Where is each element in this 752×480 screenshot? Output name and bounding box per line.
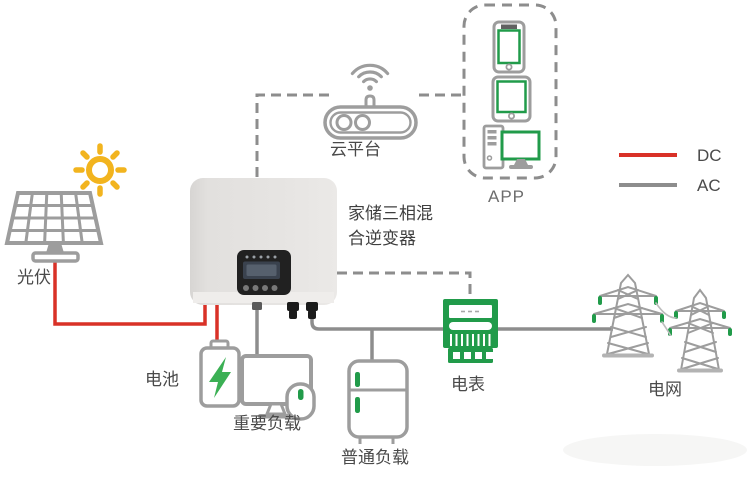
inverter-ports [252,302,318,319]
fridge-icon [347,359,409,444]
inverter-title: 家储三相混 合逆变器 [348,202,433,251]
desktop-pc-icon [482,124,541,170]
wifi-icon [350,63,390,91]
battery-label: 电池 [145,370,179,389]
app-box [462,3,558,180]
meter-label: 电表 [451,375,485,394]
meter-dashed-link [337,271,472,297]
inverter-title-line1: 家储三相混 [348,204,433,223]
app-label: APP [488,187,526,206]
legend-dc-label: DC [697,146,722,165]
pv-label: 光伏 [17,268,51,287]
legend-ac-label: AC [697,176,721,195]
inverter-display [237,250,291,295]
sun-icon [73,143,127,197]
pv-dc-wire [53,261,207,326]
watermark-smudge [563,434,747,466]
ac-bus-wire [310,317,613,360]
inverter-title-line2: 合逆变器 [348,228,416,248]
battery-icon [199,339,241,408]
transmission-towers-icon [592,273,732,373]
tablet-icon [491,75,532,123]
solar-panel-icon [4,191,104,263]
mouse-icon [285,382,316,421]
energy-meter-icon [443,299,498,363]
cloud-label: 云平台 [330,140,381,159]
critical-load-label: 重要负载 [233,414,301,433]
router-icon [323,94,418,140]
normal-load-label: 普通负载 [341,448,409,467]
grid-label: 电网 [648,380,682,399]
inverter-icon [190,178,337,319]
cloud-dashed-link [255,93,331,177]
smartphone-icon [492,20,526,74]
lightning-bolt-icon [209,357,231,398]
